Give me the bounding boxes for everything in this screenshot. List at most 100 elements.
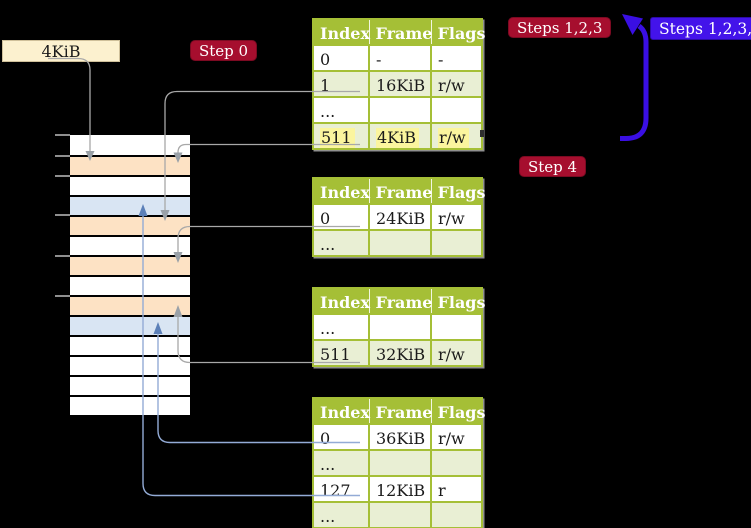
column-header-index: Index [313, 19, 370, 45]
page-table-cell-flags: r/w [430, 339, 483, 367]
memory-frame-row [70, 255, 190, 275]
address-tick [55, 175, 70, 177]
page-table-cell-frame: 24KiB [368, 203, 432, 231]
page-table-cell-index: 127 [312, 475, 370, 503]
page-table-cell-frame [368, 449, 432, 477]
page-table-cell-index: ... [312, 449, 370, 477]
page-size-label: 4KiB [41, 41, 81, 61]
page-table-cell-frame [368, 313, 432, 341]
page-table-cell-index: ... [312, 313, 370, 341]
page-table-cell-index: 1 [312, 70, 370, 98]
column-header-flags: Flags [430, 398, 486, 424]
memory-frame-row [70, 175, 190, 195]
page-table-cell-index: ... [312, 229, 370, 257]
address-tick [55, 214, 70, 216]
page-size-box: 4KiB [2, 40, 120, 62]
memory-frame-row [70, 395, 190, 415]
page-table-cell-frame: 36KiB [368, 423, 432, 451]
page-table-row: ... [312, 313, 483, 341]
page-table-cell-frame: 32KiB [368, 339, 432, 367]
page-table-cell-index: ... [312, 501, 370, 528]
steps1234-badge: Steps 1,2,3,4 [650, 17, 751, 40]
address-tick [55, 295, 70, 297]
page-table-cell-frame: - [368, 44, 432, 72]
page-table-cell-frame [368, 229, 432, 257]
memory-frame-row [70, 135, 190, 155]
step0-badge: Step 0 [190, 40, 258, 61]
memory-frame-row [70, 295, 190, 315]
page-table-row: 511 4KiB r/w [312, 122, 483, 150]
memory-frame-row [70, 315, 190, 335]
page-table-cell-flags [430, 96, 483, 124]
memory-frame-row [70, 335, 190, 355]
memory-frame-row [70, 155, 190, 175]
page-table-cell-flags [430, 449, 483, 477]
page-table-cell-frame: 12KiB [368, 475, 432, 503]
address-tick [55, 255, 70, 257]
page-table-cell-flags: r [430, 475, 483, 503]
page-table-row: ... [312, 229, 483, 257]
table1-right-edge-stub [480, 130, 484, 137]
page-table-cell-flags: r/w [430, 423, 483, 451]
column-header-index: Index [313, 398, 370, 424]
page-table-row: ... [312, 501, 483, 528]
page-table-row: ... [312, 449, 483, 477]
steps123-badge: Steps 1,2,3 [508, 17, 612, 38]
page-table-cell-frame [368, 501, 432, 528]
column-header-frame: Frame [368, 288, 432, 314]
memory-frame-row [70, 215, 190, 235]
page-table-cell-frame [368, 96, 432, 124]
page-table-row: ... [312, 96, 483, 124]
memory-frame-row [70, 195, 190, 215]
memory-frame-row [70, 235, 190, 255]
column-header-flags: Flags [430, 19, 486, 45]
highlighted-value: r/w [438, 127, 469, 147]
page-table-cell-index: 0 [312, 203, 370, 231]
page-table-cell-index: ... [312, 96, 370, 124]
recursive-loop-arrow-head [622, 14, 643, 35]
page-table-cell-flags: r/w [430, 122, 483, 150]
column-header-frame: Frame [368, 398, 432, 424]
page-table-cell-frame: 16KiB [368, 70, 432, 98]
recursive-loop-arrow [620, 23, 649, 141]
highlighted-value: 4KiB [376, 127, 420, 147]
page-table-cell-flags [430, 501, 483, 528]
page-table-row: 0-- [312, 44, 483, 72]
page-table-cell-flags: r/w [430, 203, 483, 231]
step4-badge: Step 4 [519, 156, 587, 177]
address-tick [55, 134, 70, 136]
physical-memory-stack [70, 135, 190, 415]
page-table-cell-flags: r/w [430, 70, 483, 98]
page-table-cell-index: 511 [312, 122, 370, 150]
column-header-flags: Flags [430, 178, 486, 204]
memory-frame-row [70, 275, 190, 295]
page-table-cell-flags: - [430, 44, 483, 72]
column-header-flags: Flags [430, 288, 486, 314]
memory-frame-row [70, 355, 190, 375]
highlighted-value: 511 [320, 127, 355, 147]
column-header-index: Index [313, 178, 370, 204]
address-tick [55, 155, 70, 157]
column-header-index: Index [313, 288, 370, 314]
page-table-cell-index: 511 [312, 339, 370, 367]
memory-frame-row [70, 375, 190, 395]
page-table-cell-index: 0 [312, 44, 370, 72]
page-table-cell-flags [430, 313, 483, 341]
page-table-cell-flags [430, 229, 483, 257]
column-header-frame: Frame [368, 178, 432, 204]
page-table-cell-index: 0 [312, 423, 370, 451]
page-table-cell-frame: 4KiB [368, 122, 432, 150]
